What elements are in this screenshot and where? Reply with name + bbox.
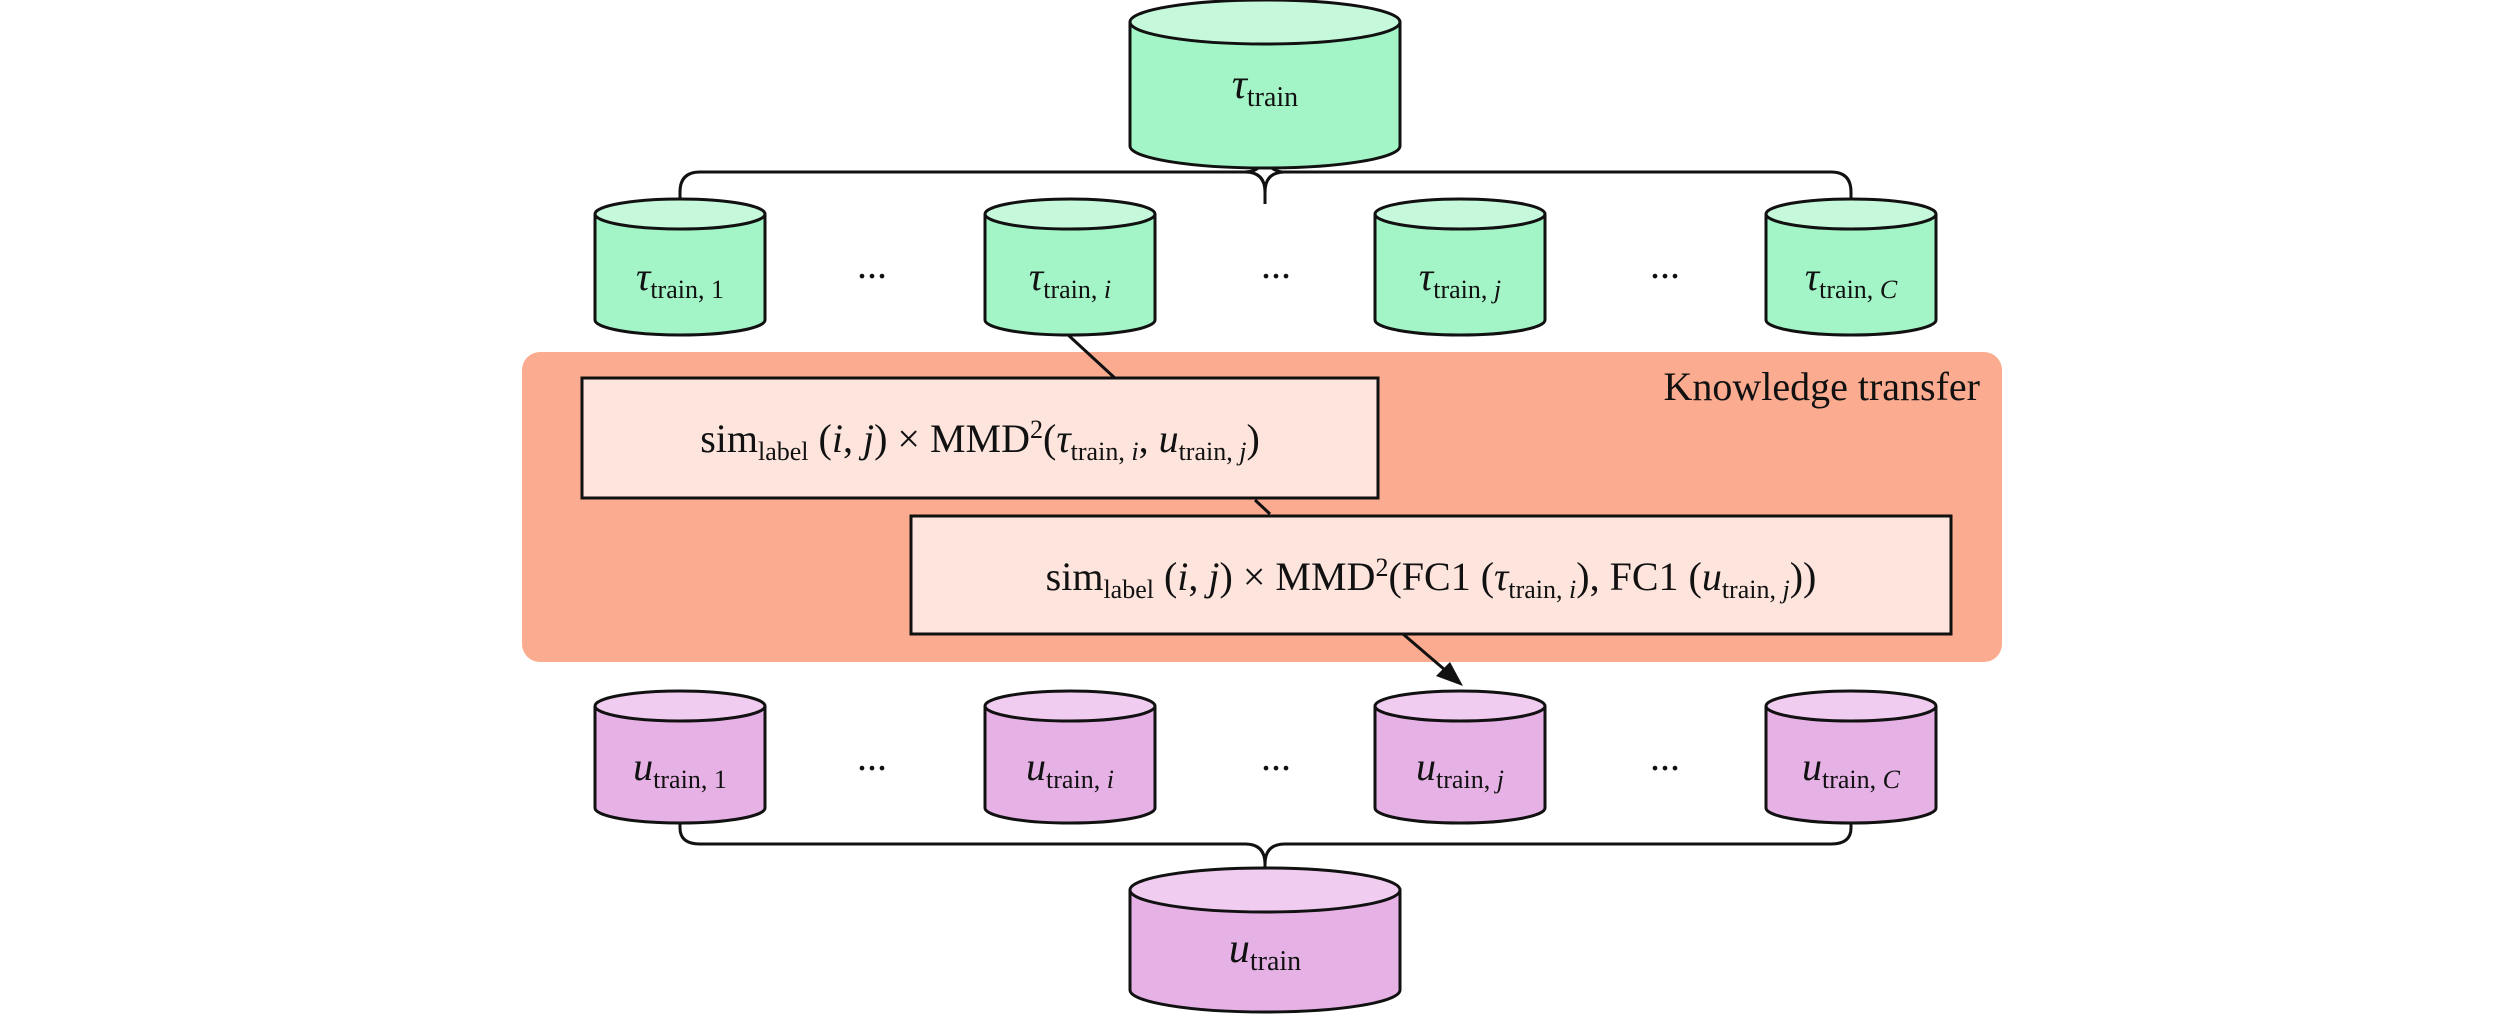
svg-text:τtrain, j: τtrain, j: [1419, 254, 1501, 304]
target-dataset-cylinder: utrain: [1128, 866, 1402, 1014]
svg-text:utrain, i: utrain, i: [1026, 744, 1114, 794]
formula-box-1: [580, 376, 1380, 500]
target-class-cylinder: utrain, i: [983, 689, 1157, 825]
svg-text:τtrain, 1: τtrain, 1: [636, 254, 724, 304]
ellipsis-text: ...: [1261, 734, 1291, 779]
target-class-cylinder: utrain, j: [1373, 689, 1547, 825]
formula-1-text: simlabel (i, j) × MMD2(τtrain, i, utrain…: [700, 415, 1260, 466]
source-class-cylinder: τtrain, 1: [593, 197, 767, 337]
svg-text:τtrain, i: τtrain, i: [1029, 254, 1111, 304]
svg-text:utrain, j: utrain, j: [1416, 744, 1504, 794]
svg-text:τtrain, C: τtrain, C: [1805, 254, 1898, 304]
bottom-tree-connector: [678, 820, 1853, 878]
formula1-to-formula2-line: [1253, 498, 1272, 516]
source-dataset-cylinder: τtrain: [1128, 0, 1402, 170]
ellipsis-text: ...: [1650, 242, 1680, 287]
formula2-to-target-arrow: [1402, 632, 1446, 672]
source-class-cylinder: τtrain, j: [1373, 197, 1547, 337]
ellipsis-text: ...: [857, 242, 887, 287]
target-class-cylinder: utrain, C: [1764, 689, 1938, 825]
knowledge-transfer-title: Knowledge transfer: [1663, 364, 1980, 409]
svg-text:utrain, C: utrain, C: [1802, 744, 1901, 794]
target-dataset-label: utrain: [1229, 926, 1301, 977]
ellipsis-text: ...: [857, 734, 887, 779]
top-tree-connector: [678, 147, 1853, 204]
target-class-cylinder: utrain, 1: [593, 689, 767, 825]
source-dataset-label: τtrain: [1232, 62, 1298, 113]
source-class-cylinder: τtrain, i: [983, 197, 1157, 337]
svg-text:utrain, 1: utrain, 1: [633, 744, 727, 794]
source-to-formula1-line: [1064, 331, 1119, 382]
ellipsis-text: ...: [1261, 242, 1291, 287]
arrow-head: [1436, 662, 1463, 686]
formula-box-2: [909, 514, 1953, 636]
ellipsis-text: ...: [1650, 734, 1680, 779]
source-class-cylinder: τtrain, C: [1764, 197, 1938, 337]
formula-2-text: simlabel (i, j) × MMD2(FC1 (τtrain, i), …: [1046, 553, 1817, 604]
